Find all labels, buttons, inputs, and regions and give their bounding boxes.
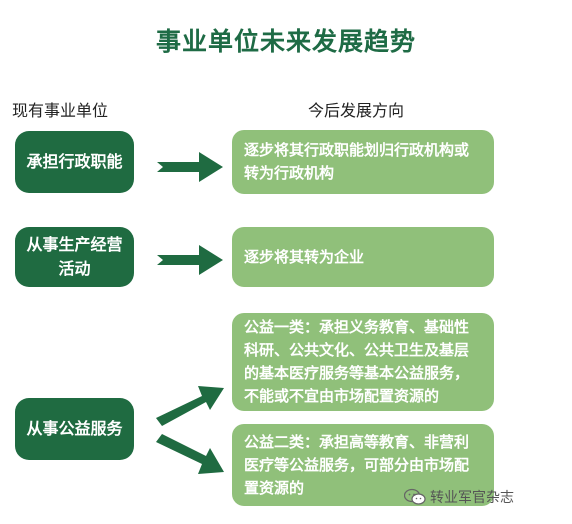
header-current-units: 现有事业单位 xyxy=(12,101,109,120)
header-future-direction: 今后发展方向 xyxy=(308,101,405,120)
direction-text: 逐步将其转为企业 xyxy=(244,247,365,266)
arrow-right-icon xyxy=(157,152,223,182)
direction-public-class-2: 公益二类：承担高等教育、非营利医疗等公益服务，可部分由市场配置资源的 xyxy=(232,424,494,506)
direction-text: 逐步将其行政职能划归行政机构或转为行政机构 xyxy=(244,141,470,182)
arrow-down-right-icon xyxy=(156,434,224,474)
category-public-service: 从事公益服务 xyxy=(15,398,134,460)
wechat-icon xyxy=(404,488,426,505)
direction-text: 公益一类：承担义务教育、基础性科研、公共文化、公共卫生及基层的基本医疗服务等基本… xyxy=(244,318,470,405)
category-business: 从事生产经营活动 xyxy=(15,227,134,287)
arrow-up-right-icon xyxy=(156,386,224,426)
arrow-right-icon xyxy=(157,245,223,275)
direction-administrative: 逐步将其行政职能划归行政机构或转为行政机构 xyxy=(232,130,494,194)
category-label: 从事生产经营活动 xyxy=(26,235,123,278)
watermark: 转业军官杂志 xyxy=(404,486,514,508)
category-label: 从事公益服务 xyxy=(26,419,123,438)
direction-business: 逐步将其转为企业 xyxy=(232,227,494,287)
direction-public-class-1: 公益一类：承担义务教育、基础性科研、公共文化、公共卫生及基层的基本医疗服务等基本… xyxy=(232,313,494,411)
category-label: 承担行政职能 xyxy=(26,152,123,171)
diagram-title: 事业单位未来发展趋势 xyxy=(155,27,416,56)
category-administrative: 承担行政职能 xyxy=(15,131,134,193)
watermark-text: 转业军官杂志 xyxy=(430,490,514,506)
direction-text: 公益二类：承担高等教育、非营利医疗等公益服务，可部分由市场配置资源的 xyxy=(244,432,470,497)
